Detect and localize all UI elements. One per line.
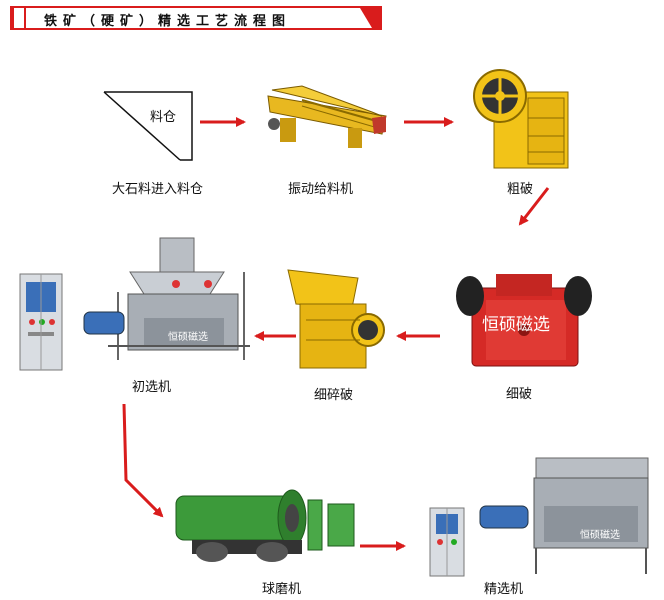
separator-badge-1: 恒硕磁选 [168, 332, 208, 343]
coarse-crusher-image [468, 68, 572, 172]
title-banner-shape [10, 6, 382, 30]
title-banner: 铁矿（硬矿）精选工艺流程图 [10, 6, 382, 30]
node-label-fine-crush: 细破 [506, 387, 533, 402]
node-label-fine-impact-crush: 细碎破 [314, 388, 354, 403]
node-label-vibrating-feeder: 振动给料机 [288, 182, 354, 197]
fine-separator-image: 恒硕磁选 [474, 456, 660, 578]
node-label-raw-ore: 大石料进入料仓 [112, 182, 204, 197]
fine-crusher-image: 恒硕磁选 [456, 270, 592, 370]
control-cabinet-1 [18, 272, 64, 372]
node-label-fine-separator: 精选机 [484, 582, 524, 597]
fine-impact-crusher-image [282, 264, 386, 372]
page-title: 铁矿（硬矿）精选工艺流程图 [44, 14, 292, 29]
node-label-ball-mill: 球磨机 [262, 582, 302, 597]
vibrating-feeder-image [262, 82, 390, 156]
ball-mill-image [172, 470, 362, 570]
hopper-diagram: 料仓 [100, 88, 196, 164]
node-label-primary-separator: 初选机 [132, 380, 172, 395]
crusher-watermark: 恒硕磁选 [482, 315, 550, 335]
primary-separator-image: 恒硕磁选 [78, 232, 254, 366]
separator-badge-2: 恒硕磁选 [580, 530, 620, 541]
arrow-coarse-to-fine [518, 187, 550, 226]
hopper-text: 料仓 [150, 110, 177, 125]
control-cabinet-2 [428, 506, 466, 578]
node-label-coarse-crush: 粗破 [507, 182, 534, 197]
arrow-primary-to-mill [122, 403, 164, 518]
